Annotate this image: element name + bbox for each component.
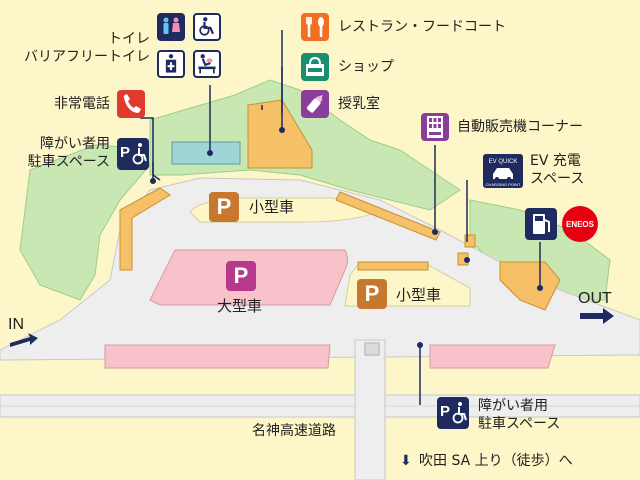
disabled-parking-label-line2: 駐車スペース [27,154,110,170]
vending-machine-icon [421,113,449,141]
restaurant-building [247,99,313,169]
walk-to-suita-label: 吹田 SA 上り（徒歩）へ [419,453,573,469]
disabled-parking-label-line1: 障がい者用 [40,136,110,152]
bottom-disabled-label-line2: 駐車スペース [478,416,561,432]
ev-charging-icon: EV QUICK CHARGING POINT [483,154,523,188]
building-strip-top [335,191,441,241]
walkway [354,339,386,480]
eneos-text: ENEOS [566,220,595,229]
small-parking-label-1: 小型車 [249,198,295,216]
walk-arrow-icon: ⬇ [400,453,412,469]
fuel-pump-icon [525,208,557,240]
in-label: IN [8,316,24,333]
toilet-building [171,141,241,165]
restaurant-label: レストラン・フードコート [338,19,506,35]
vending-spot [464,234,476,248]
gas-station [499,261,561,311]
eneos-logo: ENEOS [562,206,598,242]
svg-text:P: P [440,403,450,420]
small-parking-badge-1: P [209,192,239,222]
nursing-label: 授乳室 [338,96,380,112]
disabled-parking-icon: P [117,138,149,170]
large-parking-label: 大型車 [217,297,263,315]
emergency-phone-label: 非常電話 [54,96,110,112]
out-label: OUT [578,290,612,307]
shop-label: ショップ [338,59,394,75]
restaurant-icon [301,13,329,41]
out-arrow [580,308,614,324]
nursing-bottle-icon [301,90,329,118]
building-strip-left [119,187,171,271]
large-parking-badge: P [226,261,256,291]
highway-label: 名神高速道路 [252,423,336,439]
large-parking-bottom [104,344,331,369]
baby-changing-icon [193,50,221,78]
barrier-free-toilet-label: バリアフリートイレ [24,49,150,65]
leader-lines [140,30,541,405]
small-parking-strip-right [357,261,429,271]
ev-icon-top-text: EV QUICK [489,159,518,165]
bottom-disabled-label-line1: 障がい者用 [478,398,548,414]
ev-label-line1: EV 充電 [530,153,581,169]
ostomate-icon [157,50,185,78]
small-parking-label-2: 小型車 [396,286,442,304]
toilet-label: トイレ [108,31,150,47]
vending-label: 自動販売機コーナー [457,119,583,135]
wheelchair-icon [193,13,221,41]
ev-icon-bottom-text: CHARGING POINT [486,182,521,187]
emergency-phone-icon [117,90,145,118]
disabled-parking-icon-bottom: P [437,397,469,429]
shop-icon [301,53,329,81]
toilet-icon [157,13,185,41]
in-arrow [10,333,38,347]
ev-label-line2: スペース [530,171,585,187]
walkway-steps [364,342,380,356]
large-parking-bottom-right [429,344,556,369]
small-parking-badge-2: P [357,279,387,309]
svg-text:P: P [120,144,130,161]
